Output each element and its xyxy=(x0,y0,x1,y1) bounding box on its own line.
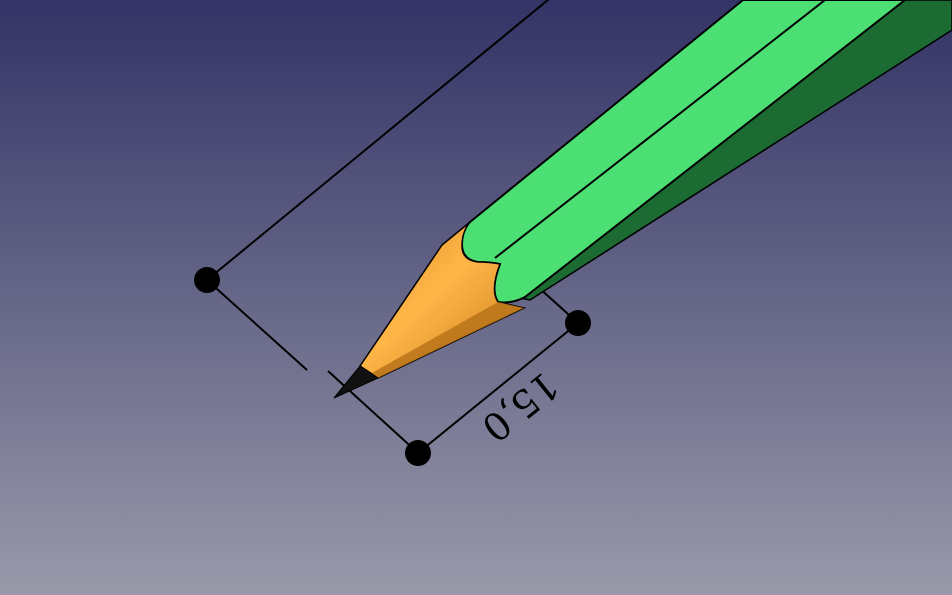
dimension-leg-left-upper xyxy=(206,279,308,371)
dimension-point-bottom[interactable] xyxy=(405,440,431,466)
dimension-measure-line xyxy=(417,322,579,454)
pencil-wood-shade xyxy=(372,302,524,378)
dimension-point-right[interactable] xyxy=(565,310,591,336)
pencil-wood-tip xyxy=(358,221,527,379)
dimension-points[interactable] xyxy=(194,267,591,466)
pencil-body-edge-1 xyxy=(494,0,826,259)
pencil-model[interactable] xyxy=(333,0,952,399)
dimension-lines xyxy=(206,0,579,454)
dimension-point-left[interactable] xyxy=(194,267,220,293)
dimension-extension-line-left xyxy=(206,0,550,281)
pencil-lead xyxy=(333,365,380,399)
dimension-leg-left-lower xyxy=(327,370,419,454)
